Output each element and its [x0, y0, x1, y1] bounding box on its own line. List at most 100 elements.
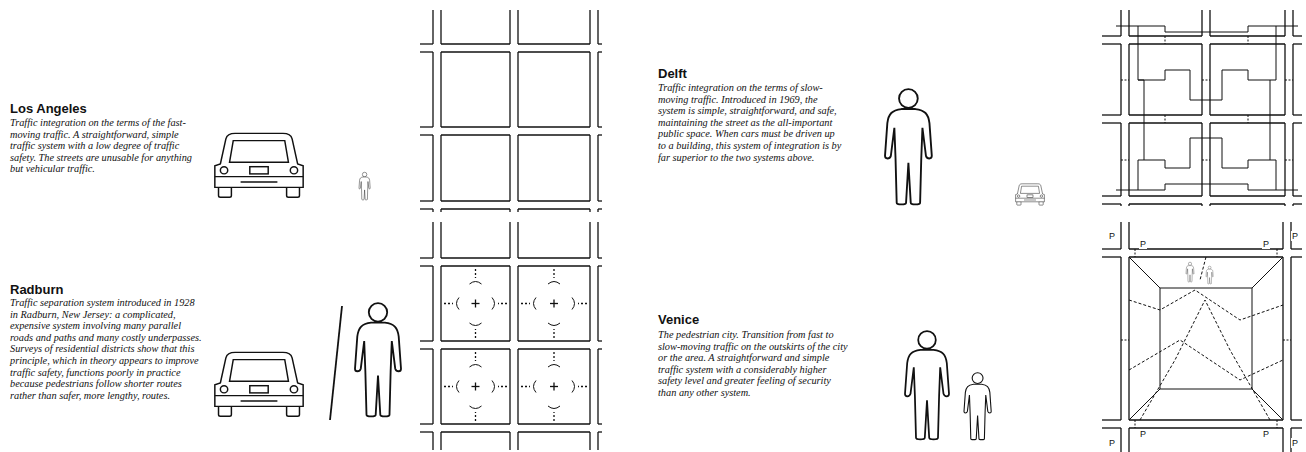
street-line: [1285, 80, 1293, 81]
street-line: [1248, 36, 1249, 44]
street-line: [1293, 122, 1302, 123]
street-line: [1165, 36, 1166, 44]
street-line: [440, 432, 441, 450]
street-line: [441, 208, 510, 209]
street-line: [1129, 203, 1202, 204]
street-line: [597, 135, 598, 201]
system-title: Venice: [658, 312, 699, 327]
system-description: Traffic separation system introduced in …: [10, 297, 202, 401]
street-line: [1138, 70, 1190, 80]
street-line: [1282, 257, 1283, 420]
person-figure: [885, 89, 932, 204]
system-description: The pedestrian city. Transition from fas…: [658, 329, 848, 399]
street-line: [518, 134, 590, 135]
street-line: [1290, 257, 1291, 420]
street-line: [1102, 114, 1121, 115]
street-line: [1282, 222, 1283, 249]
street-line: [1120, 428, 1121, 452]
street-line: [441, 43, 510, 44]
street-line: [1165, 115, 1166, 123]
street-line: [1120, 222, 1121, 249]
cul-de-sac: [457, 381, 460, 393]
cul-de-sac: [534, 298, 537, 310]
street-line: [518, 51, 590, 52]
cul-de-sac: [492, 298, 495, 310]
parking-label: P: [1139, 239, 1147, 249]
street-line: [420, 265, 433, 266]
street-line: [440, 266, 441, 341]
street-line: [498, 303, 507, 304]
street-line: [578, 303, 587, 304]
street-line: [518, 431, 590, 432]
street-line: [1293, 203, 1302, 204]
street-line: [420, 340, 433, 341]
street-line: [475, 412, 476, 421]
street-line: [1102, 43, 1121, 44]
street-line: [1144, 160, 1190, 168]
street-line: [509, 266, 510, 341]
street-line: [589, 222, 590, 258]
street-line: [517, 135, 518, 201]
street-line: [1285, 160, 1293, 161]
street-line: [598, 208, 602, 209]
street-line: [1160, 288, 1252, 389]
street-line: [475, 383, 476, 391]
cul-de-sac: [572, 298, 575, 310]
cul-de-sac: [470, 406, 482, 409]
street-line: [1140, 300, 1270, 420]
car-figure: [215, 352, 303, 416]
street-line: [1270, 26, 1276, 190]
street-line: [509, 432, 510, 450]
street-line: [432, 432, 433, 450]
cul-de-sac: [548, 282, 560, 285]
street-line: [1102, 195, 1121, 196]
cul-de-sac: [457, 298, 460, 310]
street-line: [1291, 256, 1302, 257]
street-line: [597, 222, 598, 258]
street-line: [1129, 195, 1202, 196]
street-line: [597, 52, 598, 127]
street-line: [1102, 427, 1121, 428]
street-line: [420, 43, 433, 44]
system-title: Delft: [658, 66, 687, 81]
street-line: [597, 349, 598, 424]
street-line: [1135, 420, 1136, 428]
street-line: [1202, 80, 1210, 81]
street-line: [1116, 26, 1298, 32]
street-line: [1135, 249, 1136, 257]
street-line: [432, 10, 433, 44]
street-line: [432, 135, 433, 201]
parking-label: P: [1108, 438, 1116, 448]
street-line: [441, 126, 510, 127]
system-description: Traffic integration on the terms of slow…: [658, 82, 843, 163]
cul-de-sac: [548, 365, 560, 368]
street-line: [1128, 10, 1129, 36]
street-line: [518, 423, 590, 424]
street-line: [598, 51, 602, 52]
street-line: [475, 329, 476, 338]
separation-line: [330, 306, 342, 420]
street-line: [432, 222, 433, 258]
street-line: [1277, 420, 1278, 428]
person-figure: [1206, 266, 1213, 284]
person-figure: [905, 331, 949, 439]
street-line: [517, 349, 518, 424]
street-line: [1121, 80, 1129, 81]
street-line: [1291, 427, 1302, 428]
street-line: [598, 43, 602, 44]
street-line: [444, 386, 453, 387]
street-line: [420, 423, 433, 424]
street-line: [517, 432, 518, 450]
street-line: [420, 200, 433, 201]
street-line: [1121, 340, 1129, 341]
street-line: [420, 257, 433, 258]
street-line: [440, 222, 441, 258]
street-line: [1102, 122, 1121, 123]
street-line: [444, 303, 453, 304]
street-line: [553, 329, 554, 338]
street-plans: [420, 10, 1302, 452]
street-line: [509, 349, 510, 424]
street-line: [518, 200, 590, 201]
street-line: [598, 200, 602, 201]
street-line: [598, 257, 602, 258]
